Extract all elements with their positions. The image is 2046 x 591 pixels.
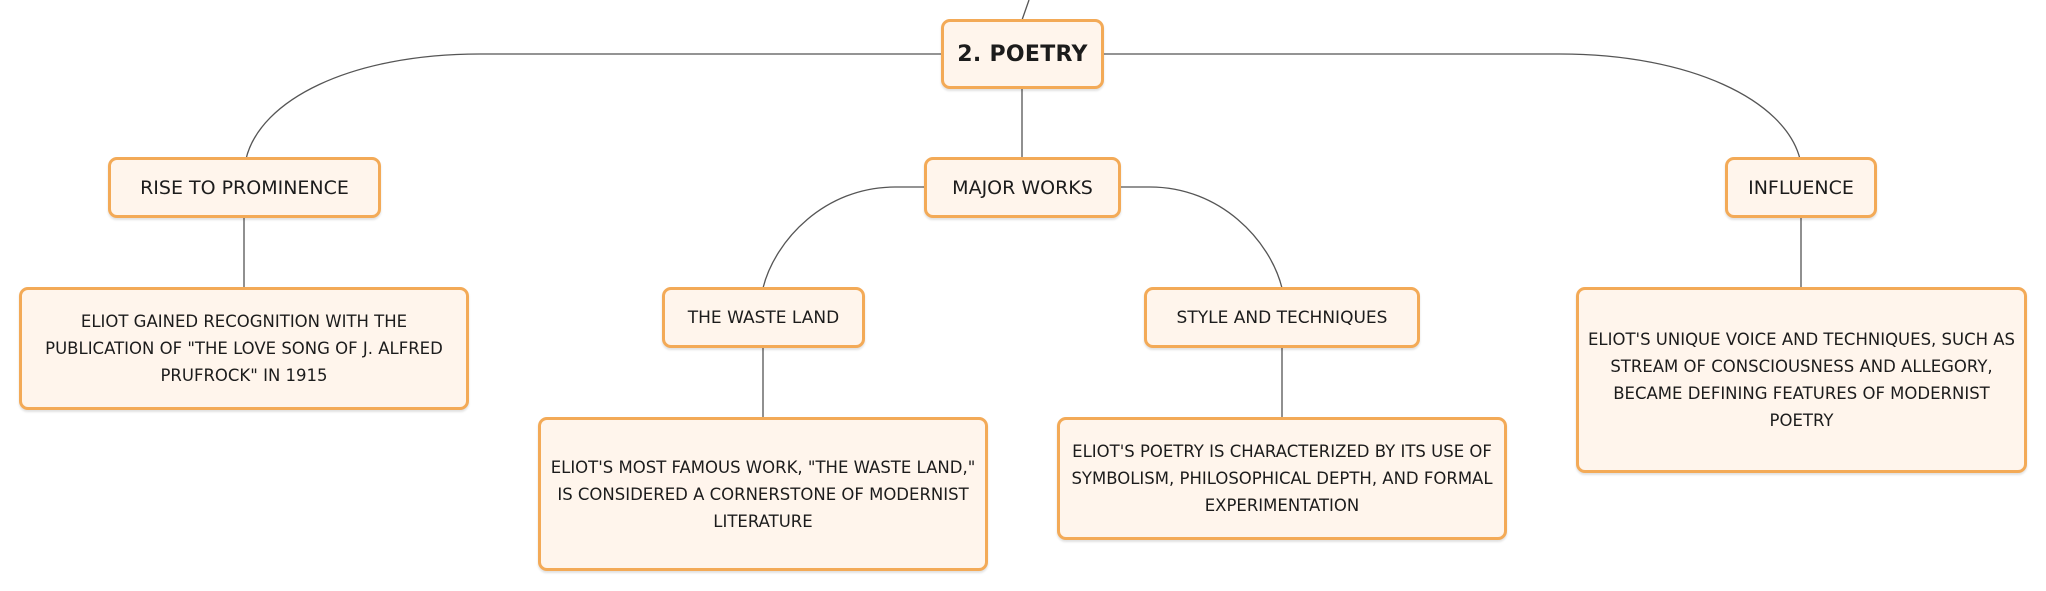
node-influence-detail[interactable]: ELIOT'S UNIQUE VOICE AND TECHNIQUES, SUC… (1576, 287, 2027, 473)
root-node-poetry[interactable]: 2. POETRY (941, 19, 1104, 89)
node-rise-to-prominence-label: RISE TO PROMINENCE (140, 176, 349, 199)
node-influence-detail-text: ELIOT'S UNIQUE VOICE AND TECHNIQUES, SUC… (1587, 330, 2016, 430)
node-rise-detail-text: ELIOT GAINED RECOGNITION WITH THE PUBLIC… (45, 312, 443, 385)
node-style-and-techniques[interactable]: STYLE AND TECHNIQUES (1144, 287, 1420, 348)
node-rise-to-prominence[interactable]: RISE TO PROMINENCE (108, 157, 381, 218)
connector-major-works-to-waste-land (762, 186, 926, 289)
root-node-label: 2. POETRY (957, 41, 1088, 67)
node-waste-land-detail[interactable]: ELIOT'S MOST FAMOUS WORK, "THE WASTE LAN… (538, 417, 988, 571)
node-style-detail[interactable]: ELIOT'S POETRY IS CHARACTERIZED BY ITS U… (1057, 417, 1507, 540)
node-influence-label: INFLUENCE (1748, 176, 1854, 199)
connector-root-to-rise (245, 53, 941, 160)
connector-major-works-to-style (1119, 186, 1283, 289)
connector-root-to-influence (1103, 53, 1801, 160)
node-major-works-label: MAJOR WORKS (952, 176, 1093, 199)
node-style-and-techniques-label: STYLE AND TECHNIQUES (1176, 307, 1388, 328)
node-the-waste-land-label: THE WASTE LAND (687, 307, 840, 328)
node-the-waste-land[interactable]: THE WASTE LAND (662, 287, 865, 348)
connector-incoming-to-root (1021, 0, 1030, 21)
node-influence[interactable]: INFLUENCE (1725, 157, 1877, 218)
node-major-works[interactable]: MAJOR WORKS (924, 157, 1121, 218)
node-rise-detail[interactable]: ELIOT GAINED RECOGNITION WITH THE PUBLIC… (19, 287, 469, 410)
node-waste-land-detail-text: ELIOT'S MOST FAMOUS WORK, "THE WASTE LAN… (550, 457, 976, 531)
node-style-detail-text: ELIOT'S POETRY IS CHARACTERIZED BY ITS U… (1071, 442, 1493, 515)
